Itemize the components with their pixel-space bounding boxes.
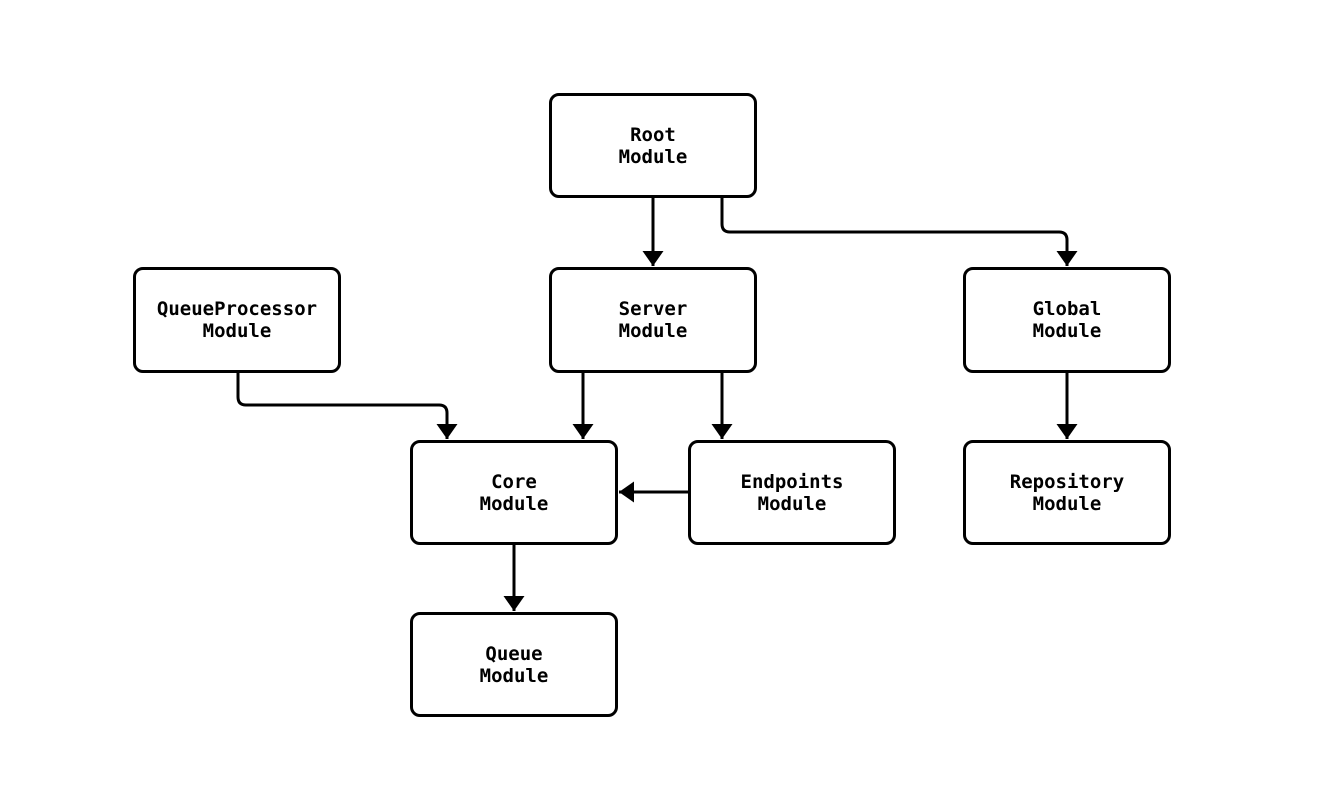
node-queue-module: Queue Module: [410, 612, 618, 717]
node-label-queue-module: Queue Module: [479, 642, 549, 687]
node-label-core-module: Core Module: [479, 470, 549, 515]
node-label-global-module: Global Module: [1032, 298, 1102, 342]
node-global-module: Global Module: [963, 267, 1171, 373]
node-repository-module: Repository Module: [963, 440, 1171, 545]
node-root-module: Root Module: [549, 93, 757, 198]
node-label-queueprocessor-module: QueueProcessor Module: [156, 298, 318, 342]
node-label-endpoints-module: Endpoints Module: [740, 470, 844, 515]
node-label-server-module: Server Module: [618, 298, 688, 342]
node-queueprocessor-module: QueueProcessor Module: [133, 267, 341, 373]
node-server-module: Server Module: [549, 267, 757, 373]
node-endpoints-module: Endpoints Module: [688, 440, 896, 545]
node-label-root-module: Root Module: [618, 123, 688, 168]
node-core-module: Core Module: [410, 440, 618, 545]
node-label-repository-module: Repository Module: [1009, 470, 1125, 515]
